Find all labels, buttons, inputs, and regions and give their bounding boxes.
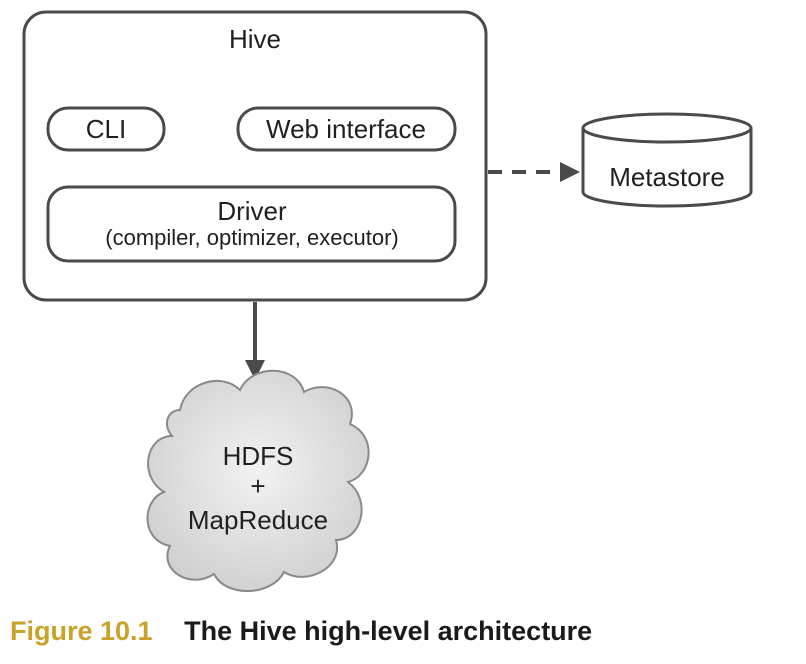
cloud-line-mapreduce: MapReduce xyxy=(188,505,328,535)
cloud-line-plus: + xyxy=(250,471,265,501)
web-interface-box xyxy=(236,106,457,152)
hdfs-mapreduce-cloud xyxy=(146,369,370,592)
cli-label: CLI xyxy=(86,114,126,144)
metastore-cylinder xyxy=(581,112,753,208)
figure-number: Figure 10.1 xyxy=(10,616,153,646)
hive-label: Hive xyxy=(229,24,281,54)
driver-subtitle: (compiler, optimizer, executor) xyxy=(105,225,398,250)
figure-caption: Figure 10.1 The Hive high-level architec… xyxy=(10,611,592,651)
cli-box xyxy=(46,106,166,152)
figure-title: The Hive high-level architecture xyxy=(184,616,593,646)
cloud-line-hdfs: HDFS xyxy=(223,441,294,471)
driver-label: Driver xyxy=(217,196,287,226)
driver-box xyxy=(46,185,457,263)
web-interface-label: Web interface xyxy=(266,114,426,144)
metastore-label: Metastore xyxy=(609,162,725,192)
